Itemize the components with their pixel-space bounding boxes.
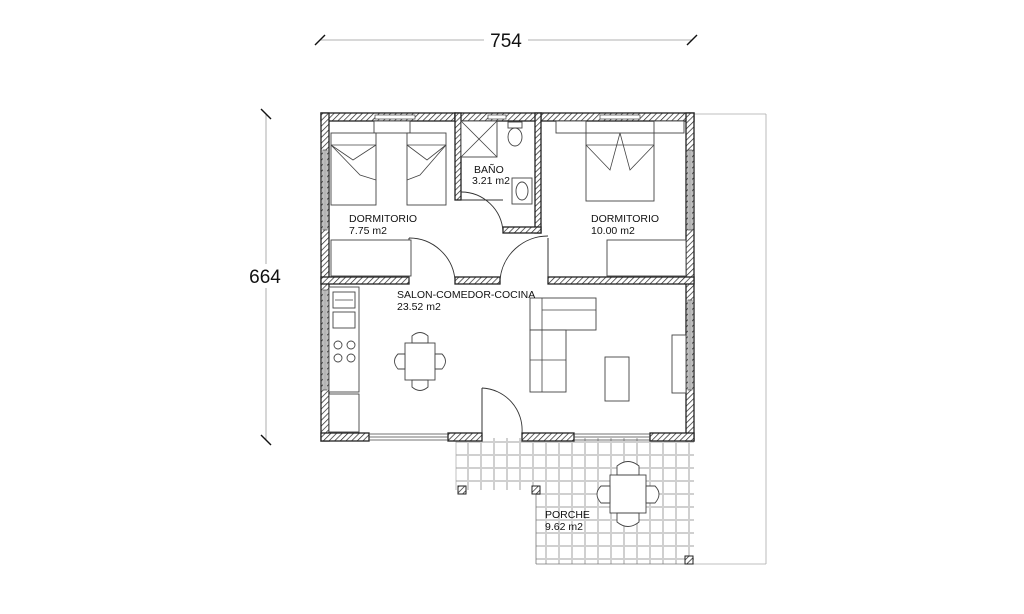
room-name: SALON-COMEDOR-COCINA [397,289,535,301]
room-label-dormitorio-1: DORMITORIO 7.75 m2 [349,213,417,237]
room-area: 10.00 m2 [591,225,635,237]
porch-table [596,461,660,527]
dining-table-interior [394,332,446,391]
dimension-width: 754 [314,28,698,52]
room-label-bano: BAÑO 3.21 m2 [472,163,510,187]
porch-post [531,485,541,495]
width-dimension-label: 754 [490,31,522,52]
room-label-salon: SALON-COMEDOR-COCINA 23.52 m2 [397,289,535,313]
room-name: DORMITORIO [591,213,659,225]
bedroom-2-furniture [555,120,687,277]
doors [408,191,549,434]
room-name: DORMITORIO [349,213,417,225]
dimension-height: 664 [244,108,284,446]
porch-post [457,485,467,495]
porch-post [684,555,694,565]
windows [322,114,693,441]
room-area: 9.62 m2 [545,521,583,533]
room-area: 7.75 m2 [349,225,387,237]
room-name: PORCHE [545,509,590,521]
room-label-porche: PORCHE 9.62 m2 [545,509,590,533]
kitchen-furniture [328,286,360,433]
coffee-table [604,356,630,402]
bathroom-fixtures [460,120,533,205]
porch-floor [455,438,694,565]
room-name: BAÑO [474,163,504,176]
room-area: 3.21 m2 [472,175,510,187]
height-dimension-label: 664 [249,267,281,288]
site-outline [694,113,767,565]
room-label-dormitorio-2: DORMITORIO 10.00 m2 [591,213,659,237]
sofa [529,297,597,393]
tv-unit [671,334,687,394]
room-area: 23.52 m2 [397,301,441,313]
bedroom-1-furniture [330,120,447,277]
